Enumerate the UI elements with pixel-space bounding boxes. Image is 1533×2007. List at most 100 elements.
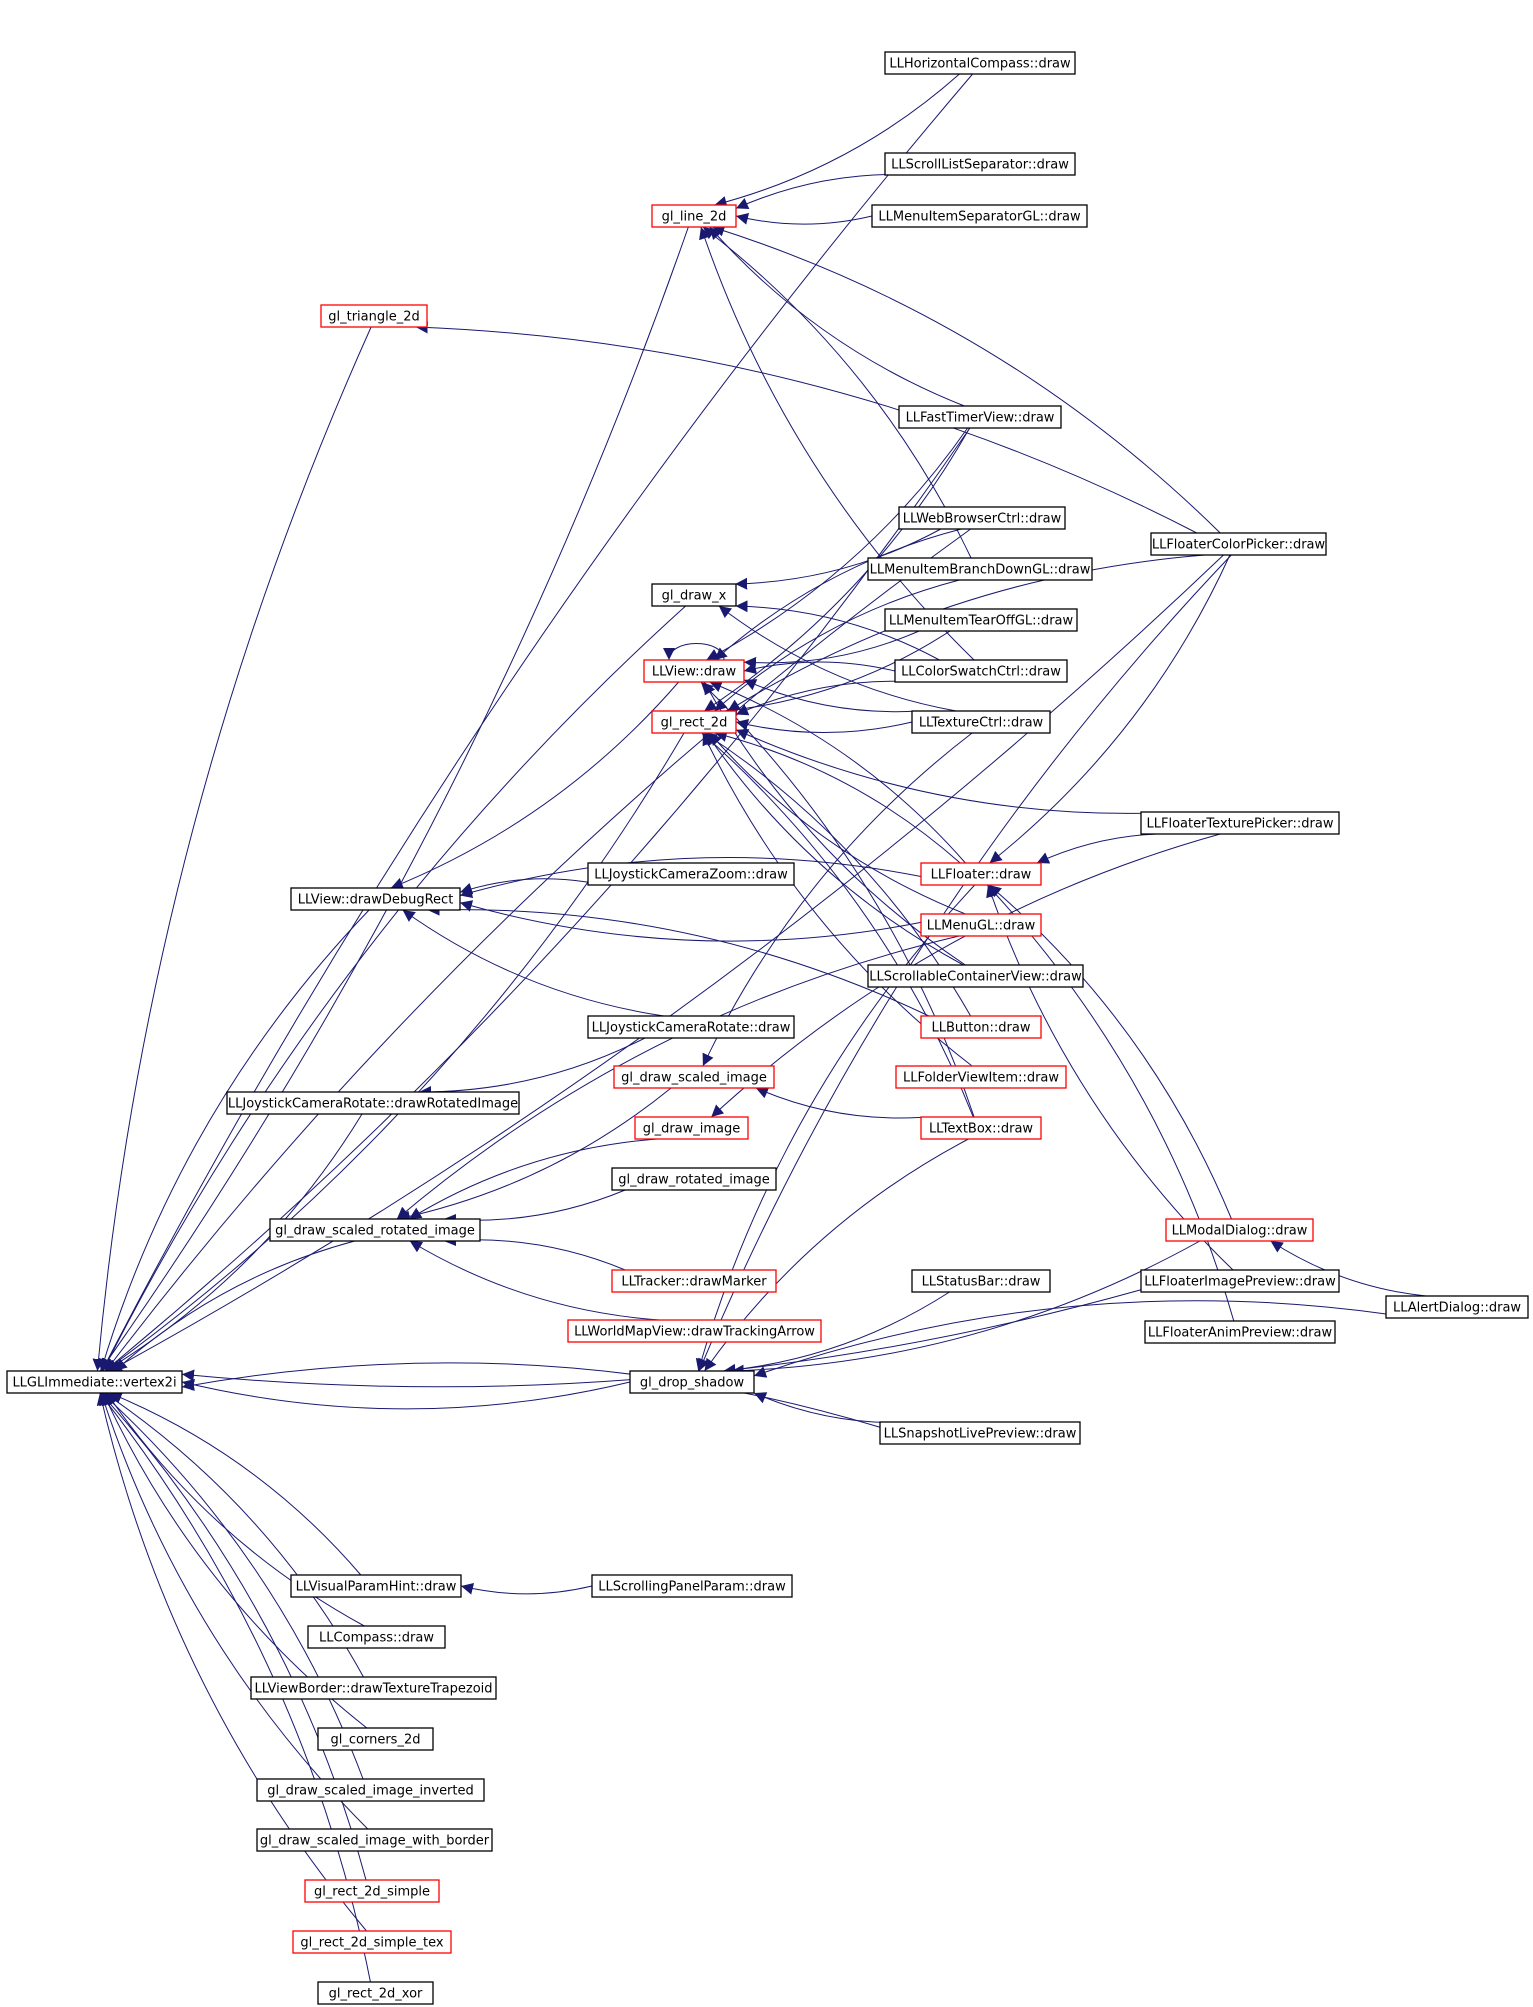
function-node-visualparamhint[interactable]: LLVisualParamHint::draw (290, 1574, 462, 1598)
function-node-box[interactable] (317, 1981, 434, 2005)
function-node-box[interactable] (292, 1930, 452, 1954)
function-node-box[interactable] (611, 1167, 777, 1191)
function-node-gl_draw_scaled_rotated_image[interactable]: gl_draw_scaled_rotated_image (269, 1218, 481, 1242)
function-node-box[interactable] (256, 1778, 485, 1802)
function-node-menugl[interactable]: LLMenuGL::draw (920, 913, 1042, 937)
function-node-box[interactable] (591, 1574, 793, 1598)
function-node-box[interactable] (879, 1421, 1081, 1445)
function-node-statusbar[interactable]: LLStatusBar::draw (911, 1269, 1051, 1293)
function-node-box[interactable] (629, 1370, 755, 1394)
function-node-gl_rect_2d[interactable]: gl_rect_2d (651, 710, 737, 734)
function-node-box[interactable] (307, 1625, 446, 1649)
function-node-box[interactable] (920, 1015, 1042, 1039)
function-node-gl_draw_rotated_image[interactable]: gl_draw_rotated_image (611, 1167, 777, 1191)
function-node-box[interactable] (651, 583, 737, 607)
function-node-scaled_inverted[interactable]: gl_draw_scaled_image_inverted (256, 1778, 485, 1802)
function-node-trackermarker[interactable]: LLTracker::drawMarker (611, 1269, 777, 1293)
function-node-trapezoid[interactable]: LLViewBorder::drawTextureTrapezoid (250, 1676, 497, 1700)
function-node-llview_draw[interactable]: LLView::draw (643, 659, 745, 683)
function-node-box[interactable] (1144, 1320, 1336, 1344)
function-node-box[interactable] (911, 710, 1051, 734)
function-node-menuitemsep[interactable]: LLMenuItemSeparatorGL::draw (871, 204, 1088, 228)
function-node-hcompass[interactable]: LLHorizontalCompass::draw (884, 51, 1076, 75)
function-node-gl_triangle_2d[interactable]: gl_triangle_2d (320, 304, 428, 328)
function-node-colorswatch[interactable]: LLColorSwatchCtrl::draw (894, 659, 1068, 683)
function-node-box[interactable] (6, 1370, 183, 1394)
function-node-box[interactable] (911, 1269, 1051, 1293)
function-node-snapshot[interactable]: LLSnapshotLivePreview::draw (879, 1421, 1081, 1445)
function-node-button[interactable]: LLButton::draw (920, 1015, 1042, 1039)
function-node-gl_draw_image[interactable]: gl_draw_image (634, 1116, 749, 1140)
function-node-llcompass[interactable]: LLCompass::draw (307, 1625, 446, 1649)
function-node-scaled_border[interactable]: gl_draw_scaled_image_with_border (256, 1828, 493, 1852)
function-node-box[interactable] (613, 1065, 775, 1089)
function-node-box[interactable] (920, 1116, 1042, 1140)
function-node-webbrowser[interactable]: LLWebBrowserCtrl::draw (898, 506, 1066, 530)
function-node-box[interactable] (1150, 532, 1327, 556)
function-node-box[interactable] (567, 1319, 822, 1343)
function-node-drawdebugrect[interactable]: LLView::drawDebugRect (290, 887, 461, 911)
function-node-box[interactable] (304, 1879, 440, 1903)
function-node-folderviewitem[interactable]: LLFolderViewItem::draw (895, 1065, 1067, 1089)
function-node-box[interactable] (867, 557, 1093, 581)
function-node-imagepreview[interactable]: LLFloaterImagePreview::draw (1140, 1269, 1340, 1293)
function-node-box[interactable] (290, 887, 461, 911)
function-node-box[interactable] (920, 913, 1042, 937)
function-node-box[interactable] (290, 1574, 462, 1598)
function-node-box[interactable] (1165, 1218, 1314, 1242)
function-node-joyrotate[interactable]: LLJoystickCameraRotate::draw (587, 1015, 795, 1039)
function-node-branchdown[interactable]: LLMenuItemBranchDownGL::draw (867, 557, 1093, 581)
function-node-box[interactable] (587, 862, 795, 886)
function-node-textbox[interactable]: LLTextBox::draw (920, 1116, 1042, 1140)
function-node-box[interactable] (1385, 1295, 1529, 1319)
function-node-box[interactable] (226, 1091, 520, 1115)
function-node-gl_corners_2d[interactable]: gl_corners_2d (317, 1727, 434, 1751)
function-node-texturepicker[interactable]: LLFloaterTexturePicker::draw (1140, 811, 1340, 835)
function-node-scrollingpanel[interactable]: LLScrollingPanelParam::draw (591, 1574, 793, 1598)
function-node-box[interactable] (320, 304, 428, 328)
function-node-box[interactable] (1140, 1269, 1340, 1293)
function-node-box[interactable] (611, 1269, 777, 1293)
function-node-joyzoom[interactable]: LLJoystickCameraZoom::draw (587, 862, 795, 886)
function-node-gl_line_2d[interactable]: gl_line_2d (651, 204, 737, 228)
function-node-box[interactable] (871, 204, 1088, 228)
function-node-modaldialog[interactable]: LLModalDialog::draw (1165, 1218, 1314, 1242)
function-node-worldmaparrow[interactable]: LLWorldMapView::drawTrackingArrow (567, 1319, 822, 1343)
function-node-joyrotatedrawimg[interactable]: LLJoystickCameraRotate::drawRotatedImage (226, 1091, 520, 1115)
function-node-box[interactable] (250, 1676, 497, 1700)
function-node-box[interactable] (317, 1727, 434, 1751)
function-node-colorpicker[interactable]: LLFloaterColorPicker::draw (1150, 532, 1327, 556)
function-node-gl_drop_shadow[interactable]: gl_drop_shadow (629, 1370, 755, 1394)
function-node-rect_simple[interactable]: gl_rect_2d_simple (304, 1879, 440, 1903)
function-node-animpreview[interactable]: LLFloaterAnimPreview::draw (1144, 1320, 1336, 1344)
function-node-tearoff[interactable]: LLMenuItemTearOffGL::draw (884, 608, 1078, 632)
function-node-gl_draw_x[interactable]: gl_draw_x (651, 583, 737, 607)
function-node-scrollcontainer[interactable]: LLScrollableContainerView::draw (867, 964, 1084, 988)
function-node-box[interactable] (651, 204, 737, 228)
function-node-box[interactable] (643, 659, 745, 683)
function-node-floater[interactable]: LLFloater::draw (920, 862, 1042, 886)
function-node-box[interactable] (651, 710, 737, 734)
function-node-box[interactable] (920, 862, 1042, 886)
function-node-box[interactable] (867, 964, 1084, 988)
function-node-box[interactable] (894, 659, 1068, 683)
function-node-rect_xor[interactable]: gl_rect_2d_xor (317, 1981, 434, 2005)
function-node-box[interactable] (1140, 811, 1340, 835)
function-node-vertex2i[interactable]: LLGLImmediate::vertex2i (6, 1370, 183, 1394)
function-node-box[interactable] (256, 1828, 493, 1852)
function-node-texturectrl[interactable]: LLTextureCtrl::draw (911, 710, 1051, 734)
function-node-box[interactable] (634, 1116, 749, 1140)
function-node-box[interactable] (269, 1218, 481, 1242)
function-node-box[interactable] (898, 405, 1062, 429)
function-node-box[interactable] (884, 152, 1076, 176)
function-node-box[interactable] (895, 1065, 1067, 1089)
function-node-box[interactable] (884, 608, 1078, 632)
function-node-box[interactable] (884, 51, 1076, 75)
function-node-fasttimer[interactable]: LLFastTimerView::draw (898, 405, 1062, 429)
function-node-gl_draw_scaled_image[interactable]: gl_draw_scaled_image (613, 1065, 775, 1089)
function-node-box[interactable] (898, 506, 1066, 530)
function-node-scrolllistsep[interactable]: LLScrollListSeparator::draw (884, 152, 1076, 176)
function-node-alertdialog[interactable]: LLAlertDialog::draw (1385, 1295, 1529, 1319)
function-node-box[interactable] (587, 1015, 795, 1039)
function-node-rect_simple_tex[interactable]: gl_rect_2d_simple_tex (292, 1930, 452, 1954)
